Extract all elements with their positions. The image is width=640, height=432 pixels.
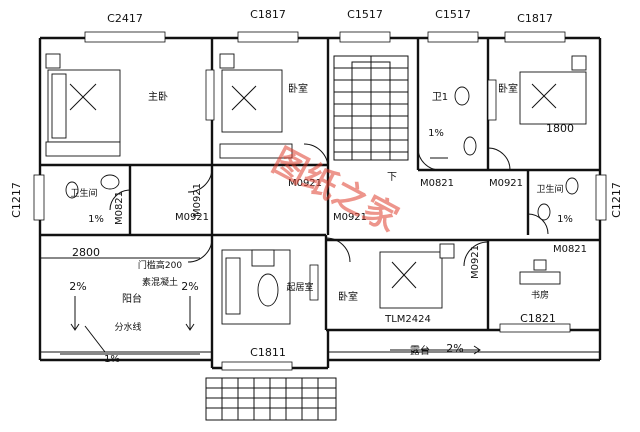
slope-1pct-c: 1% <box>557 214 573 225</box>
room-bedroom-4: 卧室 <box>338 290 358 303</box>
slope-1pct-d: 1% <box>104 354 120 365</box>
room-study: 书房 <box>531 289 549 301</box>
room-master-bedroom: 主卧 <box>148 90 168 103</box>
window-c1517-a <box>339 31 391 43</box>
windows <box>33 31 607 371</box>
label-c1817-a: C1817 <box>250 8 286 21</box>
label-c1821: C1821 <box>520 312 556 325</box>
window-side-bed3 <box>487 79 497 121</box>
label-c1217-b: C1217 <box>610 182 623 218</box>
step-hatch <box>206 378 336 420</box>
master-wardrobe <box>45 141 121 157</box>
room-balcony: 阳台 <box>122 292 142 305</box>
toilet-wc1 <box>454 86 470 106</box>
divider-line-note: 分水线 <box>114 321 141 333</box>
label-tlm2424: TLM2424 <box>384 314 431 325</box>
study-desk <box>519 271 561 285</box>
window-c1821 <box>499 323 571 333</box>
room-bathroom-left: 卫生间 <box>70 187 97 199</box>
sink-left <box>100 174 120 190</box>
slope-1pct-a: 1% <box>88 214 104 225</box>
toilet-right <box>565 177 579 195</box>
label-c1811: C1811 <box>250 346 286 359</box>
label-m0821-bath-right: M0821 <box>553 244 587 255</box>
watermark-text: 图纸之家 <box>266 141 405 240</box>
label-m0921-bed3: M0921 <box>489 178 523 189</box>
sink-right <box>537 203 551 221</box>
label-c1217: C1217 <box>10 182 23 218</box>
label-c2417: C2417 <box>107 12 143 25</box>
label-c1517-b: C1517 <box>435 8 471 21</box>
room-wc1: 卫1 <box>432 92 448 103</box>
bed-2 <box>221 69 283 133</box>
dim-2800: 2800 <box>72 246 100 259</box>
window-c1217 <box>33 174 45 221</box>
label-m0821-bath-left: M0821 <box>114 191 125 225</box>
label-m0921-master: M0921 <box>192 183 203 217</box>
stairs <box>333 55 409 161</box>
slope-1pct-b: 1% <box>428 128 444 139</box>
walls <box>38 36 602 421</box>
window-c1517-b <box>427 31 479 43</box>
window-c1811 <box>221 361 293 371</box>
window-c1217-b <box>595 174 607 221</box>
slope-arrows <box>40 157 481 355</box>
room-terrace: 露台 <box>410 344 430 357</box>
label-m0921-center: M0921 <box>333 212 367 223</box>
bed-4 <box>379 251 443 309</box>
stairs-down-label: 下 <box>387 172 397 183</box>
room-bathroom-right: 卫生间 <box>536 183 563 195</box>
furniture <box>45 53 587 325</box>
toilet-left <box>65 181 79 199</box>
window-c2417 <box>84 31 166 43</box>
slope-terrace: 2% <box>446 342 463 355</box>
door-swings <box>109 143 549 267</box>
label-m0821-wc1: M0821 <box>420 178 454 189</box>
slope-balcony-b: 2% <box>181 280 198 293</box>
window-living <box>309 264 319 301</box>
threshold-note: 门槛高200 <box>138 259 182 271</box>
label-c1517-a: C1517 <box>347 8 383 21</box>
label-m0921-bath-left: M0921 <box>175 212 209 223</box>
window-c1817-a <box>237 31 299 43</box>
dim-1800: 1800 <box>546 122 574 135</box>
sink-wc1 <box>463 136 477 156</box>
concrete-note: 素混凝土 <box>142 276 178 288</box>
label-c1817-b: C1817 <box>517 12 553 25</box>
room-bedroom-2: 卧室 <box>288 82 308 95</box>
label-m0921-study: M0921 <box>470 245 481 279</box>
slope-balcony-a: 2% <box>69 280 86 293</box>
label-m0921-bed2: M0921 <box>288 178 322 189</box>
window-side-master <box>205 69 215 121</box>
room-living: 起居室 <box>286 281 313 293</box>
room-bedroom-3: 卧室 <box>498 82 518 95</box>
window-c1817-b <box>504 31 566 43</box>
bed-3 <box>519 71 587 125</box>
